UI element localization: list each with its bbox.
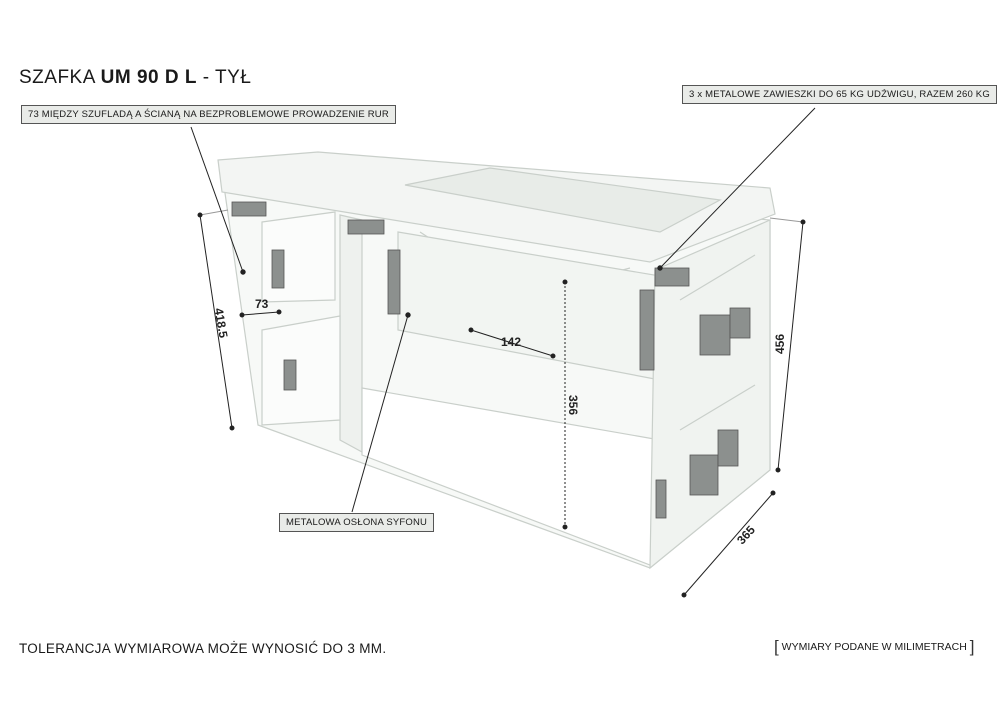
callout-hangers: 3 x METALOWE ZAWIESZKI DO 65 KG UDŹWIGU,…	[682, 85, 997, 104]
title-prefix: SZAFKA	[19, 67, 101, 88]
callout-pipe-gap: 73 MIĘDZY SZUFLADĄ A ŚCIANĄ NA BEZPROBLE…	[21, 105, 396, 124]
callout-siphon: METALOWA OSŁONA SYFONU	[279, 513, 435, 532]
units-bracket-open: [	[774, 637, 779, 656]
units-text: WYMIARY PODANE W MILIMETRACH	[781, 641, 967, 653]
dimension-lines	[190, 107, 816, 598]
dim-siphon-height: 356	[566, 394, 581, 416]
dim-siphon-width: 142	[501, 335, 522, 349]
page-title: SZAFKA UM 90 D L - TYŁ	[19, 67, 251, 89]
title-model: UM 90 D L	[100, 67, 197, 88]
cabinet-body	[217, 151, 776, 570]
title-suffix: - TYŁ	[197, 67, 252, 88]
hanger-brackets	[231, 201, 751, 519]
tolerance-note: TOLERANCJA WYMIAROWA MOŻE WYNOSIĆ DO 3 M…	[19, 641, 387, 656]
units-bracket-close: ]	[969, 637, 975, 656]
dim-height-right: 456	[773, 333, 788, 355]
units-note: [ WYMIARY PODANE W MILIMETRACH ]	[774, 637, 974, 657]
dim-gap: 73	[255, 297, 269, 311]
